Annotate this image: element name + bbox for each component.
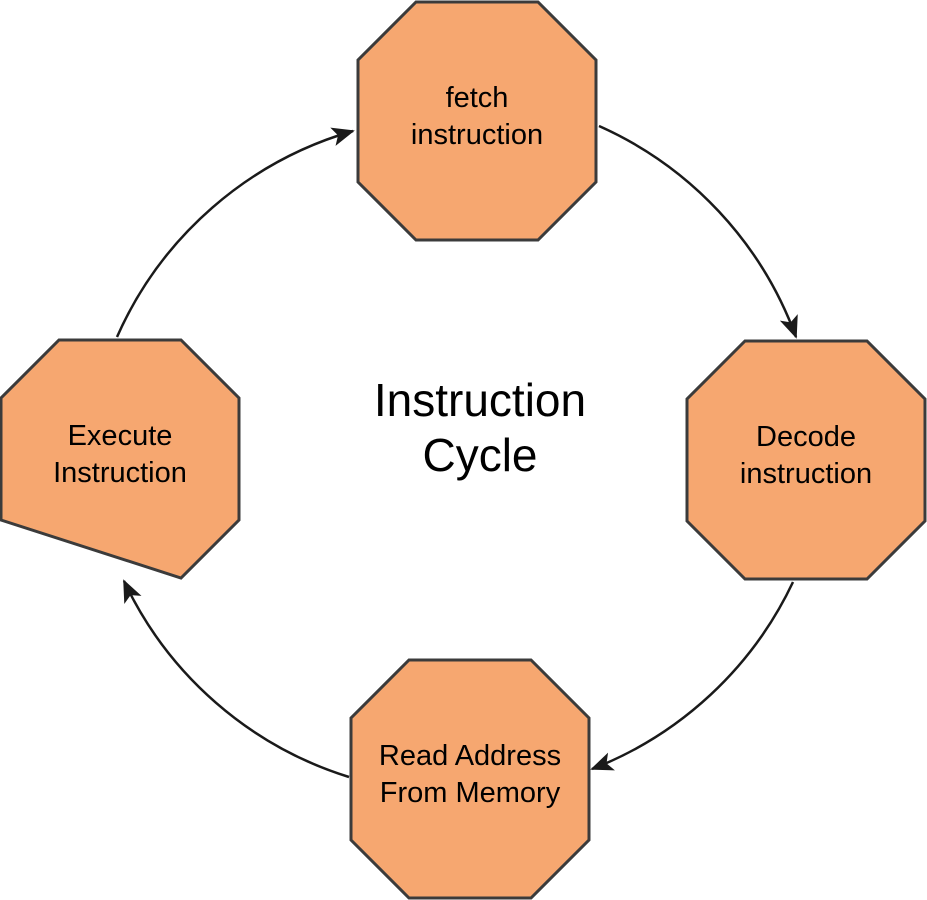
node-execute-instruction: Execute Instruction xyxy=(0,338,241,580)
node-label: fetch instruction xyxy=(410,82,544,151)
octagon-shape xyxy=(685,339,927,581)
node-fetch-instruction: fetch instruction xyxy=(356,0,598,242)
node-label: Execute Instruction xyxy=(53,420,187,489)
arrow-decode-to-read xyxy=(590,581,795,771)
node-decode-instruction: Decode instruction xyxy=(685,339,927,581)
octagon-shape xyxy=(356,0,598,242)
octagon-shape xyxy=(349,658,591,900)
node-label: Read Address From Memory xyxy=(378,740,562,809)
node-label: Decode instruction xyxy=(739,421,873,490)
arrow-read-to-execute xyxy=(122,579,350,779)
diagram-title: Instruction Cycle xyxy=(373,373,587,481)
octagon-shape xyxy=(0,338,241,580)
arrow-execute-to-fetch xyxy=(115,127,355,338)
arrow-fetch-to-decode xyxy=(598,124,798,339)
node-read-address-from-memory: Read Address From Memory xyxy=(349,658,591,900)
